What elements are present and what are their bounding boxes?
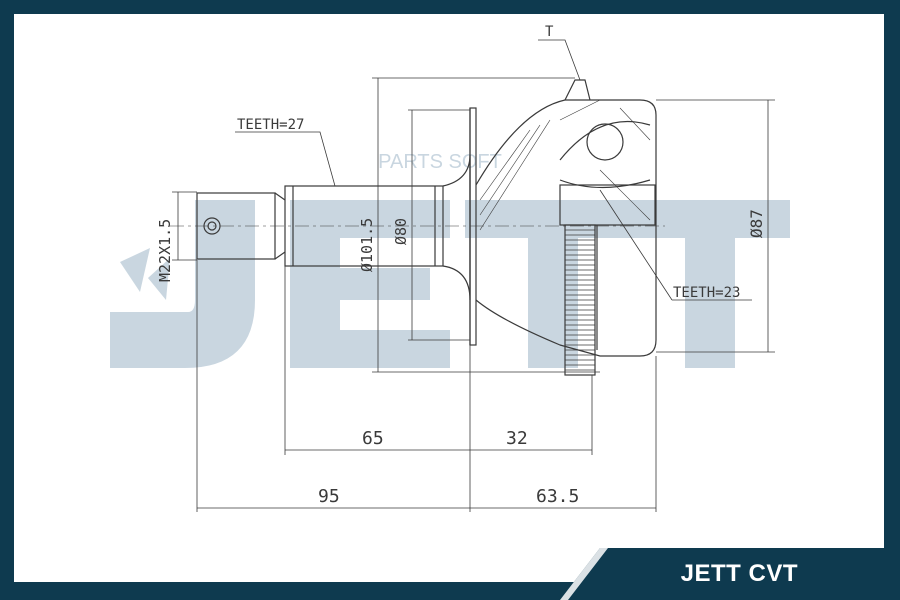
- thread-label: M22X1.5: [156, 219, 174, 282]
- drawing-panel: [14, 14, 884, 582]
- marker-t-label: T: [545, 24, 554, 40]
- length-32-label: 32: [506, 428, 528, 449]
- brand-label: JETT CVT: [680, 560, 798, 587]
- length-65-label: 65: [362, 428, 384, 449]
- length-63-5-label: 63.5: [536, 486, 579, 507]
- dimension-lines: [172, 39, 775, 512]
- section-hatch: [479, 99, 651, 231]
- teeth-outer-label: TEETH=23: [673, 285, 740, 301]
- teeth-inner-label: TEETH=27: [237, 117, 304, 133]
- parts-soft-watermark: PARTS SOFT: [378, 151, 502, 173]
- abs-teeth: [565, 229, 595, 371]
- bell-housing: [475, 99, 657, 357]
- housing-dia-label: Ø87: [747, 209, 766, 238]
- brand-banner: [560, 548, 900, 600]
- flange-dia-label: Ø101.5: [358, 218, 376, 272]
- jett-watermark-logo: [110, 200, 790, 368]
- ball: [586, 123, 624, 161]
- splined-shaft: [284, 185, 444, 267]
- shaft-dia-label: Ø80: [392, 218, 410, 245]
- length-95-label: 95: [318, 486, 340, 507]
